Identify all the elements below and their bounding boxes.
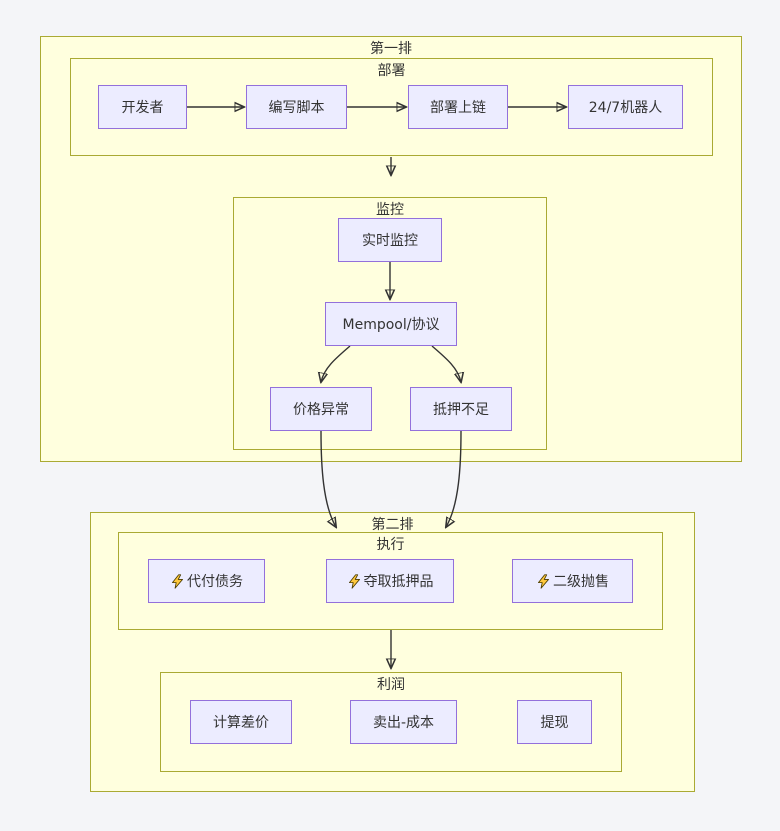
node-write-script: 编写脚本 <box>246 85 347 129</box>
node-undercollateral-label: 抵押不足 <box>433 402 489 418</box>
node-pay-debt-label: 代付债务 <box>187 574 243 590</box>
cluster-row1-label: 第一排 <box>370 41 412 57</box>
node-deploy-onchain-label: 部署上链 <box>430 100 486 116</box>
node-calc-spread-label: 计算差价 <box>213 715 269 731</box>
cluster-monitor-label: 监控 <box>376 202 404 218</box>
cluster-deploy-label: 部署 <box>377 63 406 79</box>
node-withdraw-label: 提现 <box>540 715 569 731</box>
node-price-anomaly-label: 价格异常 <box>293 402 349 418</box>
node-deploy-onchain: 部署上链 <box>408 85 508 129</box>
node-developer: 开发者 <box>98 85 187 129</box>
node-pay-debt: 代付债务 <box>148 559 265 603</box>
lightning-icon <box>170 573 185 589</box>
node-undercollateral: 抵押不足 <box>410 387 512 431</box>
node-seize-collateral-label: 夺取抵押品 <box>363 574 434 590</box>
node-sell-minus-cost-label: 卖出-成本 <box>372 715 435 731</box>
node-price-anomaly: 价格异常 <box>270 387 372 431</box>
node-secondary-sell-label: 二级抛售 <box>553 574 609 590</box>
node-secondary-sell: 二级抛售 <box>512 559 633 603</box>
node-mempool-label: Mempool/协议 <box>342 317 440 333</box>
node-mempool: Mempool/协议 <box>325 302 457 346</box>
lightning-icon <box>347 573 362 589</box>
node-write-script-label: 编写脚本 <box>268 100 325 116</box>
node-developer-label: 开发者 <box>121 100 164 116</box>
node-realtime-monitor: 实时监控 <box>338 218 442 262</box>
node-calc-spread: 计算差价 <box>190 700 292 744</box>
node-withdraw: 提现 <box>517 700 592 744</box>
cluster-exec-label: 执行 <box>376 537 405 553</box>
node-realtime-monitor-label: 实时监控 <box>362 233 418 249</box>
cluster-profit-label: 利润 <box>377 677 405 693</box>
node-bot-247-label: 24/7机器人 <box>588 100 663 116</box>
node-seize-collateral: 夺取抵押品 <box>326 559 454 603</box>
node-bot-247: 24/7机器人 <box>568 85 683 129</box>
lightning-icon <box>536 573 551 589</box>
node-sell-minus-cost: 卖出-成本 <box>350 700 457 744</box>
